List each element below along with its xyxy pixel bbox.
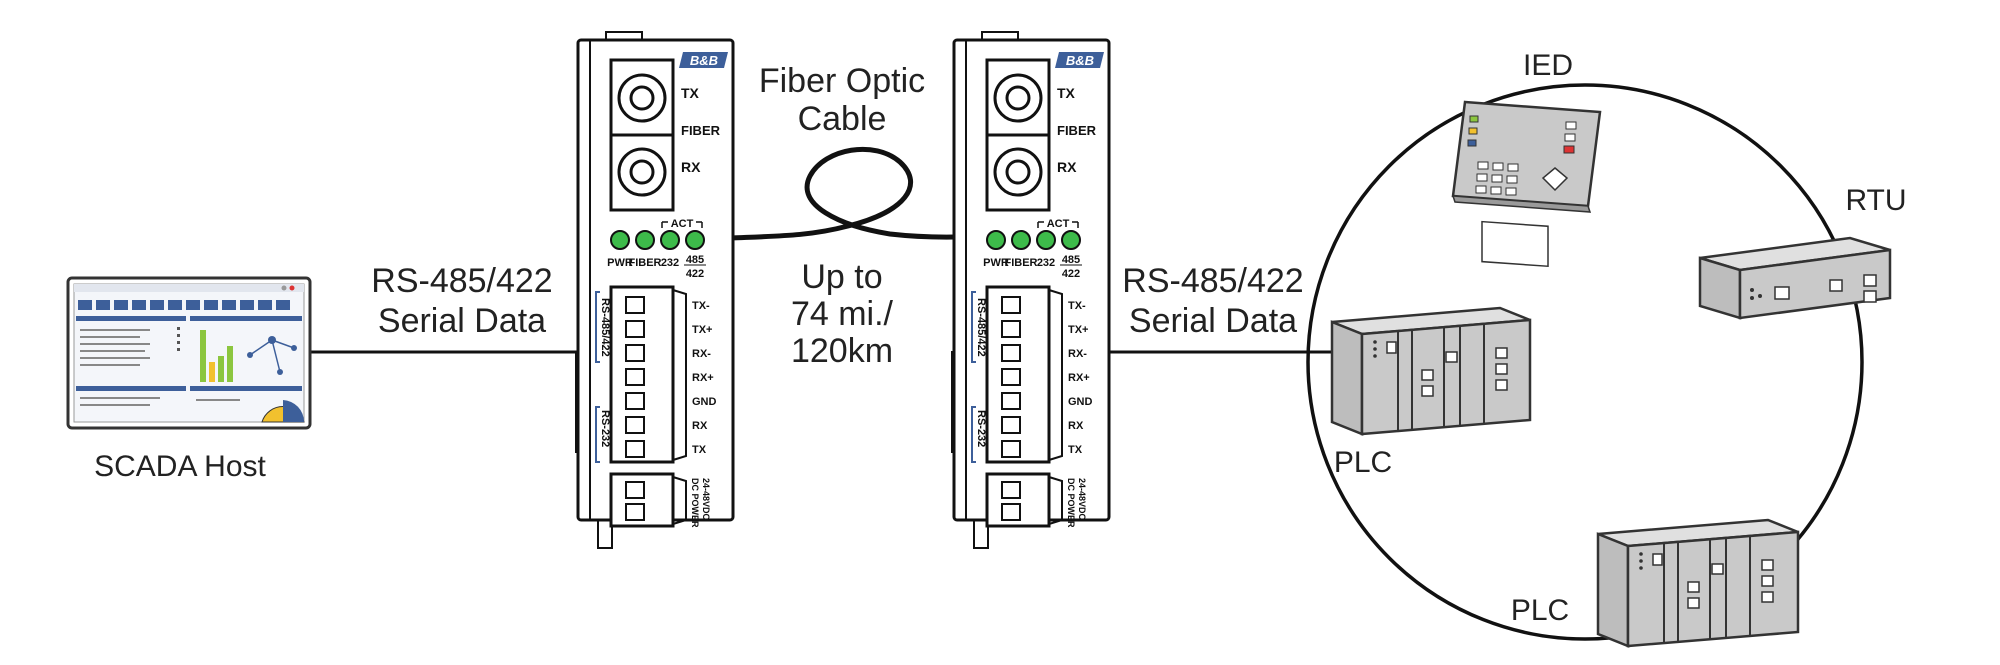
port-label: RX-: [1068, 348, 1087, 360]
led-485-label: 485: [1062, 254, 1080, 266]
port-label: TX: [692, 444, 707, 456]
act-label: ACT: [1047, 218, 1070, 230]
port-label: RX+: [692, 372, 714, 384]
scada-host-monitor: [66, 276, 312, 430]
right-serial-label-line1: RS-485/422: [1122, 262, 1303, 300]
dc-power-label-line1: DC POWER: [1066, 478, 1076, 528]
ied-device: [1451, 100, 1602, 268]
rx-label: RX: [681, 159, 701, 175]
port-label: TX+: [692, 324, 712, 336]
plc-upper-label: PLC: [1334, 446, 1392, 479]
rtu-label: RTU: [1845, 184, 1906, 217]
port-label: GND: [692, 396, 717, 408]
port-label: TX+: [1068, 324, 1088, 336]
fiber-cable-label-line2: Cable: [798, 100, 887, 138]
plc-device-upper: [1330, 306, 1532, 436]
left-serial-label-line1: RS-485/422: [371, 262, 552, 300]
led-fiber-label: FIBER: [629, 257, 662, 269]
act-label: ACT: [671, 218, 694, 230]
tx-label: TX: [1057, 85, 1076, 101]
plc-lower-label: PLC: [1511, 594, 1569, 627]
port-label: TX: [1068, 444, 1083, 456]
side-232-label: RS-232: [975, 410, 987, 447]
led-232-label: 232: [1037, 257, 1055, 269]
port-label: RX: [692, 420, 708, 432]
distance-label-line1: Up to: [801, 258, 882, 296]
brand-logo: B&B: [1066, 53, 1094, 68]
port-label: TX-: [692, 300, 710, 312]
rtu-device: [1698, 236, 1892, 320]
port-label: RX-: [692, 348, 711, 360]
side-485-label: RS-485/422: [975, 298, 987, 357]
right-serial-label-line2: Serial Data: [1129, 302, 1297, 340]
left-serial-label-line2: Serial Data: [378, 302, 546, 340]
led-fiber-label: FIBER: [1005, 257, 1038, 269]
fiber-label: FIBER: [681, 123, 721, 138]
led-422-label: 422: [686, 268, 704, 280]
fiber-label: FIBER: [1057, 123, 1097, 138]
scada-host-label: SCADA Host: [94, 450, 266, 483]
fiber-optic-cable: [729, 146, 959, 241]
port-label: RX: [1068, 420, 1084, 432]
led-pwr-label: PWR: [983, 257, 1009, 269]
brand-logo: B&B: [690, 53, 718, 68]
dc-power-label-line1: DC POWER: [690, 478, 700, 528]
distance-label-line2: 74 mi./: [791, 295, 894, 333]
tx-label: TX: [681, 85, 700, 101]
rx-label: RX: [1057, 159, 1077, 175]
side-232-label: RS-232: [599, 410, 611, 447]
port-label: GND: [1068, 396, 1093, 408]
port-label: TX-: [1068, 300, 1086, 312]
led-pwr-label: PWR: [607, 257, 633, 269]
device-ring: [1306, 83, 1864, 641]
plc-device-lower: [1596, 518, 1800, 648]
port-label: RX+: [1068, 372, 1090, 384]
led-422-label: 422: [1062, 268, 1080, 280]
media-converter-left: B&B TX FIBER RX ACT PWR FIBER 232 485 42…: [574, 30, 735, 550]
side-485-label: RS-485/422: [599, 298, 611, 357]
distance-label-line3: 120km: [791, 332, 893, 370]
dc-power-label-line2: 24-48VDC: [701, 478, 711, 521]
ied-label: IED: [1523, 49, 1573, 82]
led-232-label: 232: [661, 257, 679, 269]
led-485-label: 485: [686, 254, 704, 266]
media-converter-right: B&B TX FIBER RX ACT PWR FIBER 232 485 42…: [950, 30, 1111, 550]
dc-power-label-line2: 24-48VDC: [1077, 478, 1087, 521]
fiber-cable-label-line1: Fiber Optic: [759, 62, 925, 100]
